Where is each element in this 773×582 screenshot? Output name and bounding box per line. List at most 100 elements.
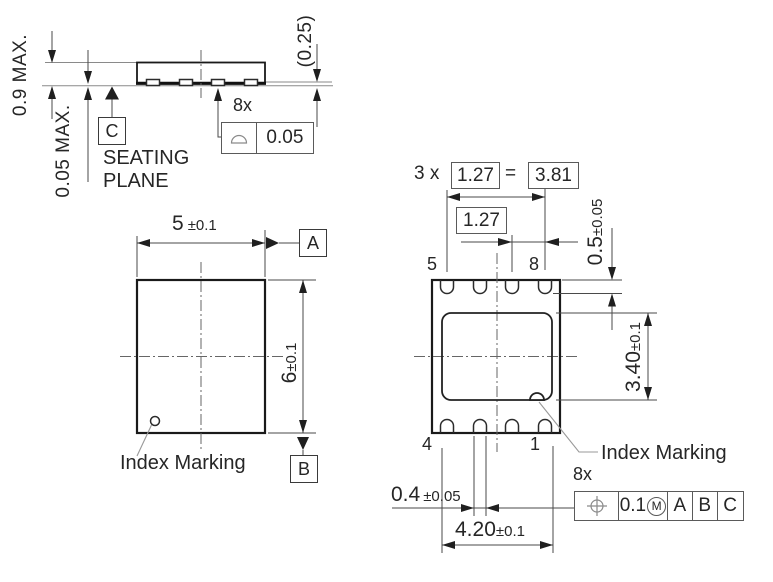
lead-length-value: 0.5 — [584, 236, 607, 266]
pitch-total-box: 3.81 — [528, 162, 579, 189]
lead-length-extension-lines — [553, 279, 622, 294]
coplanarity-feature-control-frame: 0.05 — [221, 122, 314, 154]
dim-arrow — [545, 238, 559, 246]
pad-width-extension-lines — [441, 446, 554, 553]
datum-a-triangle-icon — [266, 237, 279, 249]
dim-lead-length-label: 0.5±0.05 — [584, 199, 608, 266]
dim-arrow — [540, 541, 553, 549]
pitch-multiplier-label: 3 x — [414, 163, 440, 184]
lead-width-value: 0.4 — [391, 483, 421, 506]
dim-arrow — [532, 193, 545, 201]
side-view — [42, 31, 333, 182]
exposed-pad — [441, 312, 553, 401]
profile-of-surface-icon — [221, 122, 257, 154]
dim-standoff-label: 0.05 MAX. — [53, 104, 74, 198]
dim-body-height-label: 0.9 MAX. — [10, 33, 31, 117]
equals-sign: = — [505, 163, 517, 184]
index-marking-leader — [538, 401, 598, 453]
datum-reference-b: B — [691, 491, 718, 521]
pin-outline — [439, 418, 455, 433]
dim-arrow — [608, 267, 616, 280]
index-marking-label-top-view: Index Marking — [120, 452, 246, 474]
lead-count-note-bottom: 8x — [573, 464, 593, 484]
lead-width-tolerance: ±0.05 — [423, 488, 461, 505]
pin-outline — [504, 280, 520, 295]
top-view — [120, 230, 316, 457]
lead-foot — [145, 78, 161, 87]
length-extension-lines — [268, 279, 316, 434]
bottom-view — [392, 166, 657, 553]
pad-width-value: 4.20 — [455, 518, 496, 541]
dim-arrow — [252, 239, 265, 247]
pin-outline — [537, 280, 553, 295]
pin-label-5: 5 — [427, 254, 438, 274]
pin-outline — [504, 418, 520, 433]
width-tolerance: ±0.1 — [187, 217, 217, 234]
dim-arrow — [608, 293, 616, 307]
pin-outline — [472, 280, 488, 295]
dim-arrow — [313, 88, 321, 101]
dim-arrow — [84, 87, 92, 100]
pin-label-4: 4 — [422, 434, 433, 454]
pin-outline — [537, 418, 553, 433]
seating-plane-label: SEATING PLANE — [103, 147, 189, 193]
dim-arrow — [447, 193, 460, 201]
dim-pad-length-label: 3.40±0.1 — [622, 322, 646, 392]
dim-arrow — [644, 387, 652, 400]
length-tolerance: ±0.1 — [283, 342, 300, 372]
seating-plane-word2: PLANE — [103, 170, 169, 192]
dim-arrow — [48, 50, 56, 63]
datum-b-flag: B — [290, 455, 318, 483]
dim-arrow — [486, 504, 499, 512]
dim-arrow — [461, 504, 474, 512]
index-marking-dot — [149, 415, 161, 427]
dim-lead-thickness-label: (0.25) — [295, 14, 316, 68]
dim-arrow — [137, 239, 150, 247]
index-marking-label-bottom-view: Index Marking — [601, 442, 727, 464]
coplanarity-value: 0.05 — [255, 122, 314, 154]
datum-reference-c: C — [716, 491, 744, 521]
lead-foot — [243, 78, 259, 87]
lead-width-extension-lines — [473, 436, 487, 516]
true-position-icon — [574, 491, 619, 521]
lead-foot — [210, 78, 226, 87]
dim-arrow — [442, 541, 455, 549]
datum-a-flag: A — [299, 229, 327, 257]
pad-length-tolerance: ±0.1 — [627, 322, 644, 352]
dim-arrow — [299, 420, 307, 433]
pin-outline — [439, 280, 455, 295]
length-value: 6 — [278, 371, 301, 384]
lead-count-note-side: 8x — [233, 95, 253, 115]
pad-length-value: 3.40 — [622, 351, 645, 392]
dim-arrow — [313, 69, 321, 82]
datum-c-triangle-icon — [105, 86, 119, 100]
seating-plane-word1: SEATING — [103, 147, 190, 169]
leader-arrow — [214, 88, 222, 101]
mmc-modifier-icon: M — [647, 496, 667, 516]
dim-arrow — [48, 86, 56, 99]
pad-width-tolerance: ±0.1 — [495, 523, 525, 540]
position-tolerance-value: 0.1 — [619, 495, 647, 516]
index-marking-notch — [529, 392, 545, 401]
pin-outline — [472, 418, 488, 433]
pitch-single-box: 1.27 — [456, 207, 507, 234]
dim-arrow — [498, 238, 512, 246]
width-value: 5 — [172, 212, 184, 235]
dim-arrow — [299, 280, 307, 293]
pad-length-extension-lines — [556, 312, 657, 401]
dim-length-label: 6±0.1 — [278, 343, 302, 384]
index-marking-leader — [136, 424, 152, 457]
dim-arrow — [644, 313, 652, 326]
pin-label-1: 1 — [530, 434, 541, 454]
pitch-value-box: 1.27 — [451, 162, 500, 189]
lead-foot — [178, 78, 194, 87]
datum-b-triangle-icon — [297, 437, 309, 450]
dim-pad-width-label: 4.20±0.1 — [455, 518, 525, 542]
datum-c-flag: C — [98, 117, 126, 145]
datum-reference-a: A — [666, 491, 693, 521]
dim-width-label: 5±0.1 — [172, 212, 217, 236]
